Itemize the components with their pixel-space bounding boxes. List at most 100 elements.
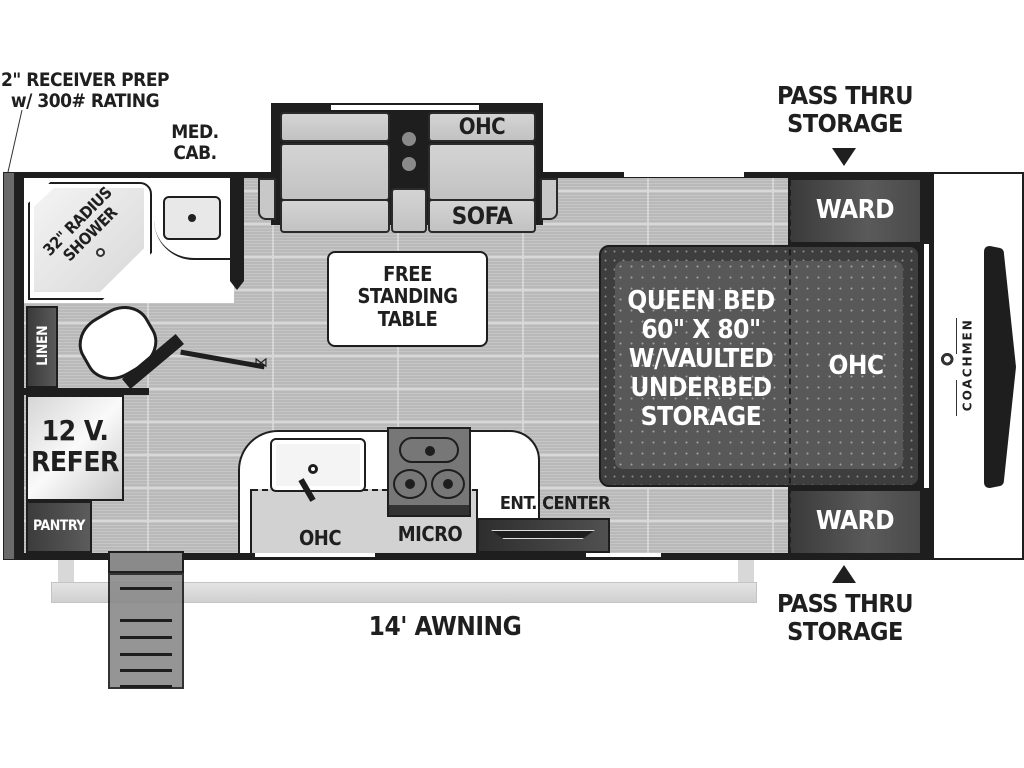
ohc-dashed-line [252, 489, 478, 491]
sink-basin [276, 444, 360, 486]
sofa-seat-right [428, 143, 536, 201]
coachmen-brand: COACHMEN [960, 318, 975, 412]
step-tread-1 [120, 587, 172, 590]
bed-line-1: QUEEN BED [627, 286, 775, 316]
med-cab-line-1: MED. [171, 121, 219, 143]
coachmen-mascot-icon [940, 352, 958, 370]
chevron-right-icon [984, 246, 1016, 488]
linen-label: LINEN [35, 325, 52, 366]
stove [387, 427, 471, 517]
table-line-2: STANDING [357, 284, 458, 309]
linen-cabinet: LINEN [26, 306, 58, 388]
bed-line-5: STORAGE [640, 402, 762, 433]
window-top-right [624, 172, 744, 177]
burner-bottom-left [393, 469, 427, 499]
receiver-prep-callout: 2" RECEIVER PREP w/ 300# RATING [0, 69, 170, 113]
pass-thru-top-line-1: PASS THRU [777, 81, 913, 110]
slideout-window [331, 105, 479, 110]
step-tread-2 [120, 619, 172, 622]
mattress [615, 261, 903, 469]
med-cab-line-2: CAB. [173, 142, 217, 165]
kitchen-sink [270, 438, 366, 492]
med-cab-callout: MED. CAB. [165, 121, 225, 165]
burner-bottom-right [431, 469, 465, 499]
step-tread-3 [120, 636, 172, 639]
headboard-window [924, 244, 929, 488]
rear-bumper [3, 172, 15, 560]
bed-line-3: W/VAULTED [628, 344, 774, 375]
bathroom-sink [163, 196, 221, 240]
stove-front [389, 505, 469, 515]
step-top-plate [108, 551, 184, 573]
burner-center-1 [425, 446, 435, 456]
sofa-ohc-label: OHC [458, 115, 506, 140]
refer-line-1: 12 V. [41, 414, 109, 447]
triangle-up-icon [832, 565, 856, 583]
table-line-1: FREE [383, 262, 432, 286]
sofa-center-console [391, 112, 427, 188]
awning [51, 582, 757, 603]
window-bottom-kitchen [255, 553, 375, 557]
sofa-ohc-left [280, 112, 390, 142]
sofa-back-right: SOFA [428, 199, 536, 233]
sofa-ohc-right: OHC [428, 112, 536, 142]
coachmen-logo-rule-top [956, 318, 957, 354]
receiver-prep-line-1: 2" RECEIVER PREP [0, 69, 170, 91]
door-hinge-icon: ⋈ [254, 354, 268, 370]
refer-line-2: REFER [31, 445, 119, 479]
sofa-armrest-left [258, 178, 276, 220]
cupholder-1 [402, 132, 416, 146]
refrigerator: 12 V. REFER [26, 395, 124, 501]
wardrobe-bottom-box: WARD [788, 489, 922, 555]
pass-thru-storage-top-callout: PASS THRU STORAGE [770, 82, 920, 138]
wardrobe-top-box: WARD [788, 178, 922, 244]
pass-thru-bottom-line-2: STORAGE [787, 617, 903, 646]
triangle-down-icon [832, 148, 856, 166]
window-bottom-right [586, 553, 661, 557]
burner-top [399, 437, 459, 463]
faucet-icon [308, 464, 318, 474]
shower-drain-icon [96, 248, 105, 257]
pass-thru-storage-bottom-callout: PASS THRU STORAGE [770, 590, 920, 646]
ent-center-label: ENT. CENTER [499, 493, 611, 514]
pass-thru-top-line-2: STORAGE [787, 109, 903, 138]
pantry-label: PANTRY [33, 518, 85, 534]
bathroom-wall [230, 178, 244, 290]
sofa-armrest-right [540, 178, 558, 220]
awning-arm-right [738, 560, 754, 582]
tv-icon [491, 530, 595, 539]
pass-thru-bottom-line-1: PASS THRU [777, 589, 913, 618]
bed-line-4: UNDERBED [630, 373, 772, 404]
refer-label: 12 V. REFER [28, 415, 122, 478]
sofa-back-left [280, 199, 390, 233]
table-line-3: TABLE [377, 306, 438, 331]
micro-label: MICRO [397, 522, 463, 546]
sofa-label: SOFA [451, 202, 513, 230]
awning-arm-left [58, 560, 74, 582]
burner-center-2 [405, 479, 415, 489]
sink-drain-icon [188, 214, 196, 222]
ward-top-label: WARD [815, 195, 895, 225]
sofa-back-mid [391, 188, 427, 233]
bath-bottom-wall [24, 388, 149, 395]
bed-ohc-label: OHC [828, 351, 884, 381]
bed-line-2: 60" X 80" [641, 315, 761, 346]
queen-bed[interactable]: QUEEN BED 60" X 80" W/VAULTED UNDERBED S… [599, 245, 920, 487]
receiver-prep-line-2: w/ 300# RATING [10, 90, 160, 113]
step-tread-5 [120, 669, 172, 672]
bed-ohc-dashed-line [789, 180, 791, 553]
entry-steps-icon[interactable] [106, 551, 186, 691]
coachmen-logo-rule-bottom [956, 380, 957, 416]
cupholder-2 [402, 157, 416, 171]
entertainment-center [477, 518, 610, 553]
kitchen-ohc-label: OHC [298, 526, 342, 550]
free-standing-table[interactable]: FREE STANDING TABLE [327, 251, 488, 347]
burner-center-3 [443, 479, 453, 489]
bed-label: QUEEN BED 60" X 80" W/VAULTED UNDERBED S… [611, 286, 791, 433]
step-tread-6 [120, 685, 172, 688]
awning-label: 14' AWNING [368, 612, 522, 642]
table-label: FREE STANDING TABLE [329, 262, 486, 331]
pantry: PANTRY [26, 501, 92, 553]
step-tread-4 [120, 653, 172, 656]
sofa-seat-left [280, 143, 390, 201]
